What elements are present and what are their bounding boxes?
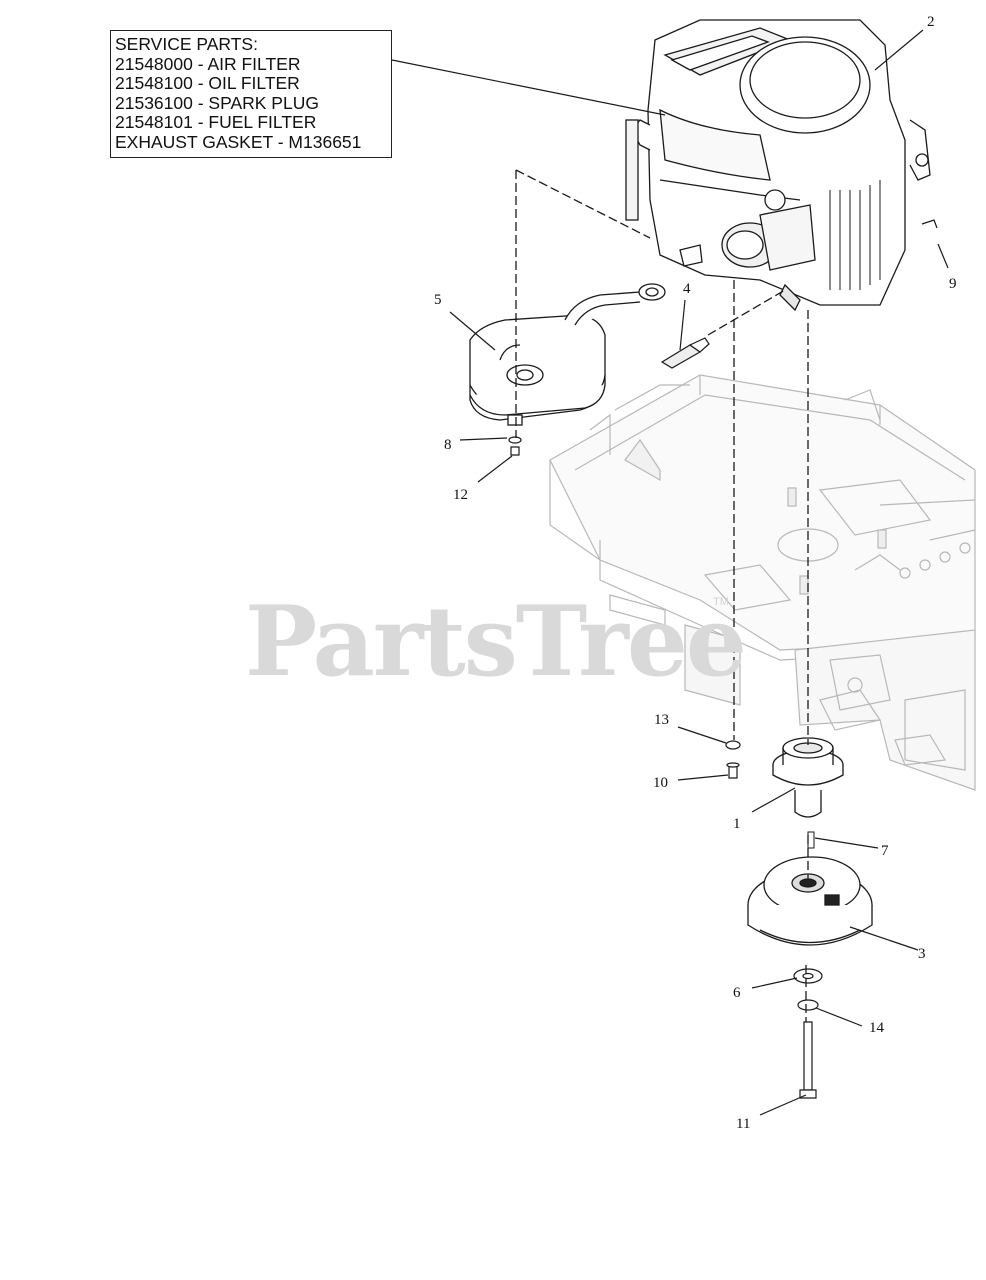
mower-frame [549,374,976,791]
callout-2: 2 [927,14,935,30]
service-part-line: 21548101 - FUEL FILTER [115,112,317,132]
engine-illustration [625,19,931,312]
callout-3: 3 [918,946,926,962]
callout-4: 4 [683,281,691,297]
leader-lines [391,29,949,1116]
service-part-line: EXHAUST GASKET - M136651 [115,131,362,152]
pulley-illustration [772,737,844,818]
key-illustration [807,831,815,849]
assembly-lines [515,169,809,1022]
callout-6: 6 [733,985,741,1001]
hardware-items [508,219,938,779]
callout-8: 8 [444,437,452,453]
callout-12: 12 [453,487,468,503]
callout-9: 9 [949,276,957,292]
partstree-watermark: PartsTree [245,585,747,698]
callout-11: 11 [736,1116,751,1132]
callout-1: 1 [733,816,741,832]
service-parts-title: SERVICE PARTS: [115,34,258,54]
service-part-line: 21536100 - SPARK PLUG [115,92,319,113]
callout-7: 7 [881,843,889,859]
callout-5: 5 [434,292,442,308]
service-part-line: 21548100 - OIL FILTER [115,73,300,93]
muffler-illustration [469,283,666,426]
service-parts-box: SERVICE PARTS: 21548000 - AIR FILTER 215… [110,30,392,158]
clutch-illustration [747,856,873,946]
callout-14: 14 [869,1020,884,1036]
washer-bolt-items [793,968,823,1099]
watermark-tm: TM [713,596,729,608]
callout-10: 10 [653,775,668,791]
callout-13: 13 [654,712,669,728]
service-part-line: 21548000 - AIR FILTER [115,53,301,74]
